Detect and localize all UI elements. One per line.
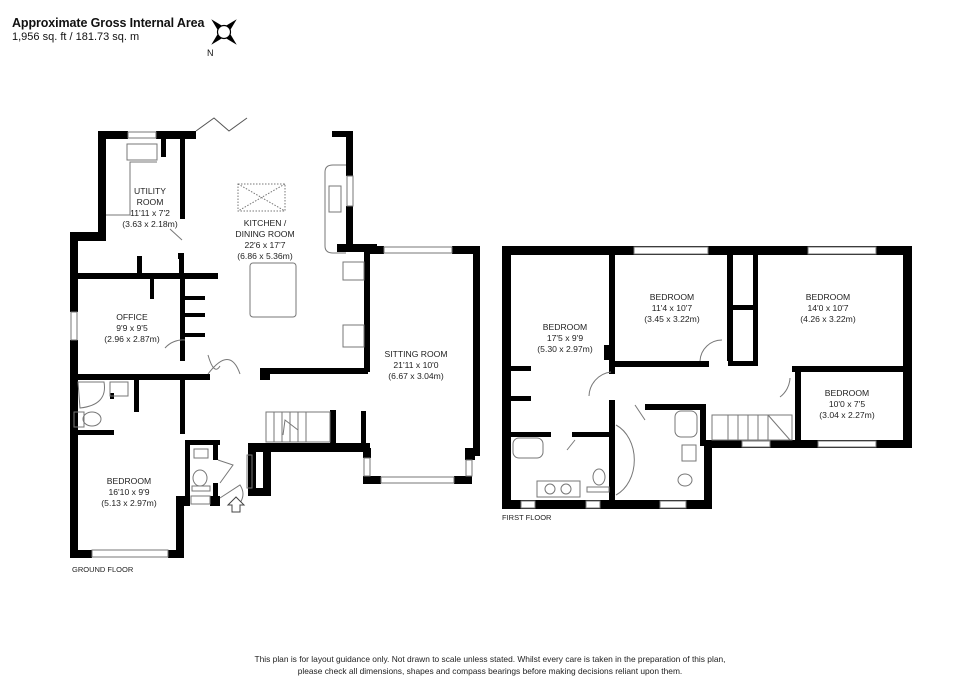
- first-floor-label: FIRST FLOOR: [502, 513, 552, 522]
- disclaimer-line-2: please check all dimensions, shapes and …: [297, 666, 683, 676]
- room-label-kitchen-dining: KITCHEN / DINING ROOM 22'6 x 17'7 (6.86 …: [235, 218, 294, 262]
- ground-floor-walls: [70, 131, 480, 558]
- room-dimensions-imperial: 22'6 x 17'7: [244, 240, 286, 250]
- room-dimensions-imperial: 11'4 x 10'7: [651, 303, 693, 313]
- area-title: Approximate Gross Internal Area: [12, 16, 205, 30]
- compass-icon: N: [202, 12, 246, 60]
- disclaimer: This plan is for layout guidance only. N…: [0, 653, 980, 677]
- room-dimensions-metric: (6.67 x 3.04m): [388, 371, 444, 381]
- room-dimensions-metric: (2.96 x 2.87m): [104, 334, 160, 344]
- ground-floor-fixtures: [70, 117, 473, 558]
- room-name: BEDROOM: [824, 388, 870, 398]
- room-label-utility: UTILITY ROOM 11'11 x 7'2 (3.63 x 2.18m): [122, 186, 177, 230]
- room-label-bedroom-3: BEDROOM 14'0 x 10'7 (4.26 x 3.22m): [800, 292, 855, 325]
- room-name: BEDROOM: [805, 292, 851, 302]
- room-label-bedroom-4: BEDROOM 10'0 x 7'5 (3.04 x 2.27m): [819, 388, 874, 421]
- room-dimensions-imperial: 11'11 x 7'2: [130, 208, 170, 218]
- room-dimensions-metric: (3.63 x 2.18m): [122, 219, 178, 229]
- room-dimensions-imperial: 14'0 x 10'7: [807, 303, 849, 313]
- room-dimensions-metric: (5.30 x 2.97m): [537, 344, 593, 354]
- ground-floor-label: GROUND FLOOR: [72, 565, 134, 574]
- room-name-line2: ROOM: [136, 197, 164, 207]
- room-dimensions-metric: (6.86 x 5.36m): [237, 251, 293, 261]
- room-dimensions-metric: (3.04 x 2.27m): [819, 410, 875, 420]
- room-dimensions-imperial: 21'11 x 10'0: [393, 360, 439, 370]
- room-label-bedroom-1: BEDROOM 17'5 x 9'9 (5.30 x 2.97m): [537, 322, 592, 355]
- first-floor-walls: [502, 246, 912, 509]
- room-dimensions-imperial: 16'10 x 9'9: [108, 487, 150, 497]
- room-name: SITTING ROOM: [384, 349, 448, 359]
- disclaimer-line-1: This plan is for layout guidance only. N…: [254, 654, 726, 664]
- room-name: BEDROOM: [649, 292, 695, 302]
- room-label-bedroom-2: BEDROOM 11'4 x 10'7 (3.45 x 3.22m): [644, 292, 699, 325]
- room-name: UTILITY: [134, 186, 166, 196]
- room-dimensions-metric: (4.26 x 3.22m): [800, 314, 856, 324]
- gross-area-value: 1,956 sq. ft / 181.73 sq. m: [12, 31, 140, 43]
- room-label-office: OFFICE 9'9 x 9'5 (2.96 x 2.87m): [104, 312, 159, 345]
- room-name: BEDROOM: [106, 476, 152, 486]
- room-dimensions-imperial: 9'9 x 9'5: [116, 323, 148, 333]
- room-dimensions-metric: (3.45 x 3.22m): [644, 314, 700, 324]
- room-name-line2: DINING ROOM: [235, 229, 295, 239]
- plan-header: Approximate Gross Internal Area 1,956 sq…: [12, 16, 204, 43]
- north-label: N: [207, 48, 214, 58]
- room-label-sitting-room: SITTING ROOM 21'11 x 10'0 (6.67 x 3.04m): [384, 349, 447, 382]
- room-dimensions-metric: (5.13 x 2.97m): [101, 498, 157, 508]
- room-label-ground-bedroom: BEDROOM 16'10 x 9'9 (5.13 x 2.97m): [101, 476, 156, 509]
- room-name: OFFICE: [116, 312, 148, 322]
- first-floor-fixtures: [512, 246, 877, 509]
- room-dimensions-imperial: 10'0 x 7'5: [828, 399, 866, 409]
- room-name: BEDROOM: [542, 322, 588, 332]
- room-name: KITCHEN /: [243, 218, 287, 228]
- room-dimensions-imperial: 17'5 x 9'9: [546, 333, 584, 343]
